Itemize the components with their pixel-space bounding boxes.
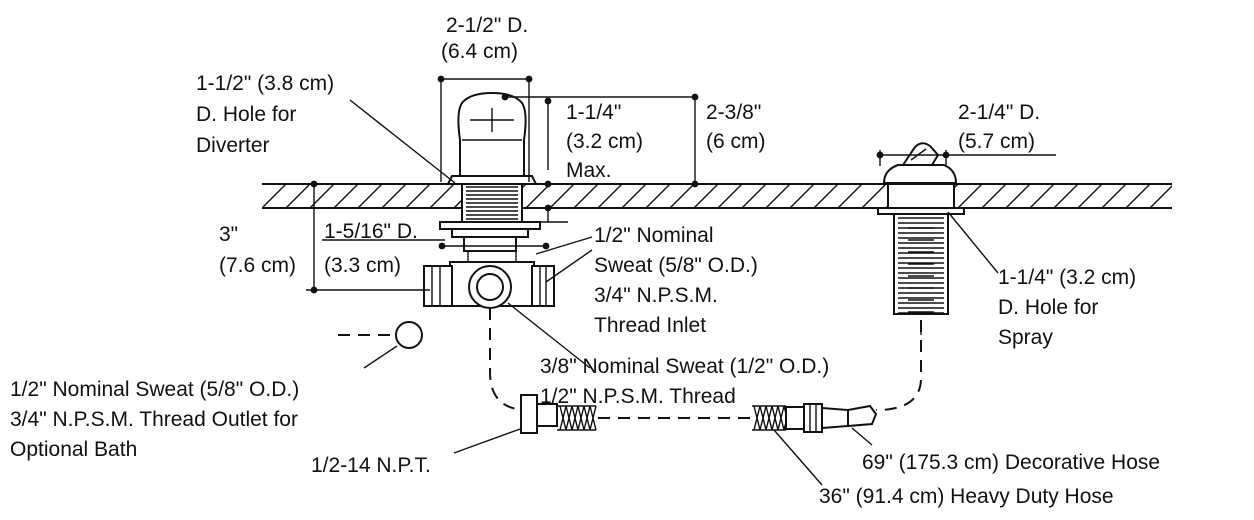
drawing-stroke — [559, 405, 567, 431]
spray-assembly — [877, 142, 965, 335]
drawing-stroke — [285, 184, 311, 208]
diverter-hole-label-3: Diverter — [196, 134, 270, 157]
decorative-hose-coupling — [785, 403, 878, 433]
drawing-stroke — [1101, 184, 1127, 208]
center-outlet-label: 3/8" Nominal Sweat (1/2" O.D.) — [540, 355, 829, 378]
drawing-stroke — [1029, 184, 1055, 208]
deck-max-label: 1-1/4" — [566, 101, 621, 124]
deck-max-metric: (3.2 cm) — [566, 130, 643, 153]
inlet-label-1: 1/2" Nominal — [594, 224, 714, 247]
drawing-stroke — [1149, 185, 1172, 208]
bath-outlet-label-1: 1/2" Nominal Sweat (5/8" O.D.) — [10, 378, 299, 401]
drawing-stroke — [583, 405, 591, 431]
spray-diameter-metric: (5.7 cm) — [958, 130, 1035, 153]
drawing-stroke — [753, 405, 761, 431]
diverter-hole-label-2: D. Hole for — [196, 103, 296, 126]
drawing-stroke — [381, 184, 407, 208]
diverter-height-metric: (6 cm) — [706, 130, 766, 153]
drawing-stroke — [741, 184, 767, 208]
center-outlet-thread: 1/2" N.P.S.M. Thread — [540, 385, 736, 408]
decorative-hose-label: 69" (175.3 cm) Decorative Hose — [862, 451, 1160, 474]
drawing-stroke — [357, 184, 383, 208]
drawing-stroke — [589, 405, 597, 431]
countertop-deck — [262, 183, 1222, 209]
drawing-stroke — [429, 184, 455, 208]
spray-hole-label-3: Spray — [998, 326, 1053, 349]
spray-hole-label-2: D. Hole for — [998, 296, 1098, 319]
spray-hole-label: 1-1/4" (3.2 cm) — [998, 266, 1136, 289]
drawing-stroke — [573, 184, 599, 208]
npt-label: 1/2-14 N.P.T. — [311, 454, 431, 477]
drawing-stroke — [771, 405, 779, 431]
drawing-stroke — [759, 405, 767, 431]
diverter-height-label: 2-3/8" — [706, 101, 761, 124]
inlet-label-4: Thread Inlet — [594, 314, 706, 337]
deck-max-note: Max. — [566, 159, 612, 182]
drawing-stroke — [669, 184, 695, 208]
drawing-stroke — [621, 184, 647, 208]
below-depth-label: 3" — [219, 223, 238, 246]
body-diameter-metric: (3.3 cm) — [324, 254, 401, 277]
drawing-stroke — [1077, 184, 1103, 208]
drawing-stroke — [1198, 184, 1222, 208]
drawing-stroke — [717, 184, 743, 208]
drawing-stroke — [525, 184, 551, 208]
drawing-stroke — [765, 405, 773, 431]
drawing-stroke — [957, 184, 983, 208]
drawing-stroke — [597, 184, 623, 208]
drawing-stroke — [577, 405, 585, 431]
drawing-stroke — [405, 184, 431, 208]
bath-outlet-label-3: Optional Bath — [10, 438, 137, 461]
drawing-stroke — [1053, 184, 1079, 208]
bath-outlet-label-2: 3/4" N.P.S.M. Thread Outlet for — [10, 408, 298, 431]
drawing-stroke — [777, 405, 785, 431]
drawing-stroke — [861, 184, 887, 208]
diverter-diameter-label: 2-1/2" D. — [446, 14, 528, 37]
diverter-hole-label: 1-1/2" (3.8 cm) — [196, 72, 334, 95]
heavy-duty-hose-segment — [752, 405, 791, 431]
drawing-stroke — [645, 184, 671, 208]
bath-outlet-port — [395, 321, 423, 349]
hose-routing — [338, 308, 922, 419]
drawing-stroke — [981, 184, 1007, 208]
body-diameter-label: 1-5/16" D. — [324, 220, 418, 243]
drawing-stroke — [565, 405, 573, 431]
drawing-stroke — [1005, 184, 1031, 208]
diverter-assembly — [423, 91, 555, 309]
drawing-stroke — [571, 405, 579, 431]
inlet-label-3: 3/4" N.P.S.M. — [594, 284, 718, 307]
callout-labels: 2-1/2" D. (6.4 cm) 1-1/2" (3.8 cm) D. Ho… — [10, 14, 1160, 508]
drawing-stroke — [333, 184, 359, 208]
drawing-stroke — [693, 184, 719, 208]
drawing-stroke — [813, 184, 839, 208]
drawing-stroke — [262, 184, 287, 208]
below-depth-metric: (7.6 cm) — [219, 254, 296, 277]
diverter-diameter-metric: (6.4 cm) — [441, 40, 518, 63]
drawing-stroke — [837, 184, 863, 208]
inlet-label-2: Sweat (5/8" O.D.) — [594, 254, 758, 277]
drawing-stroke — [549, 184, 575, 208]
drawing-stroke — [1174, 184, 1198, 208]
heavy-duty-hose-label: 36" (91.4 cm) Heavy Duty Hose — [819, 485, 1114, 508]
spray-diameter-label: 2-1/4" D. — [958, 101, 1040, 124]
drawing-stroke — [1125, 184, 1151, 208]
npt-hose-fitting — [520, 394, 597, 434]
dimension-dots — [310, 75, 950, 294]
drawing-stroke — [789, 184, 815, 208]
drawing-stroke — [765, 184, 791, 208]
